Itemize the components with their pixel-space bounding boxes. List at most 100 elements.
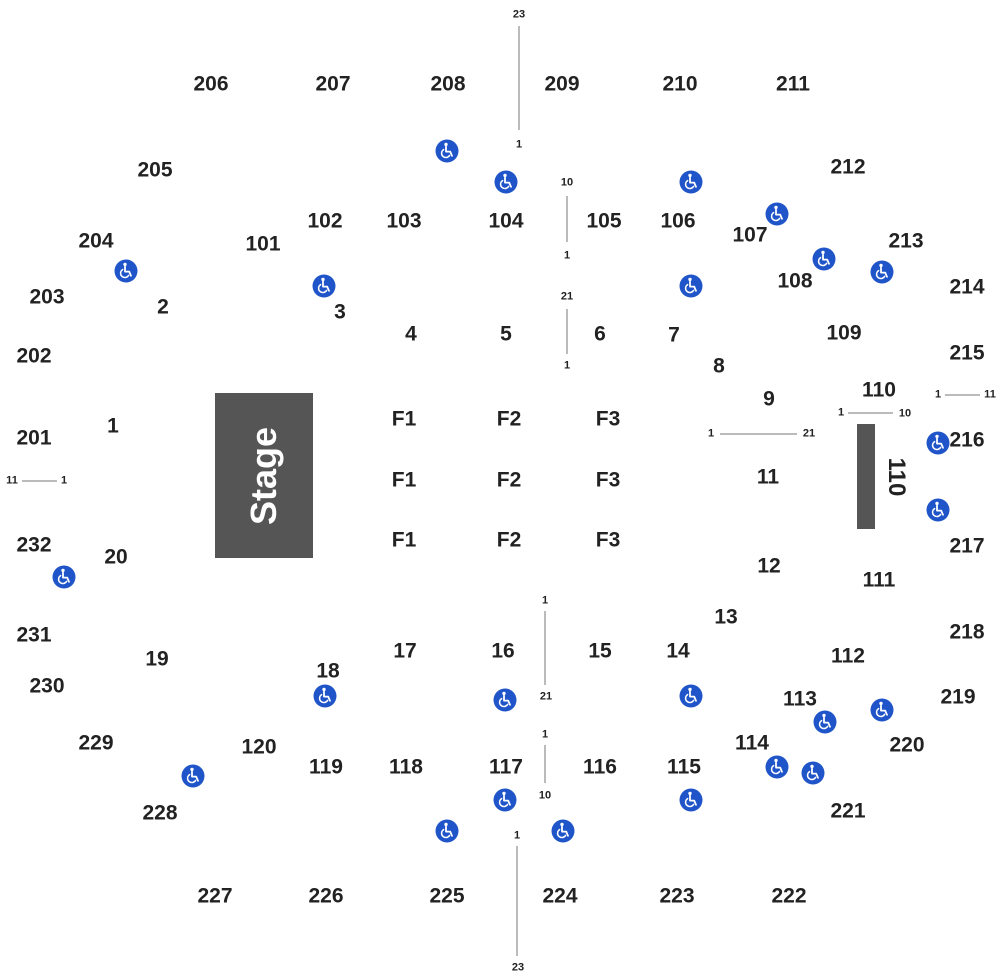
section-231[interactable]: 231	[16, 623, 52, 647]
wheelchair-icon[interactable]	[679, 788, 703, 812]
section-219[interactable]: 219	[940, 685, 976, 709]
section-118[interactable]: 118	[389, 755, 423, 779]
section-208[interactable]: 208	[430, 72, 466, 96]
wheelchair-icon[interactable]	[679, 684, 703, 708]
section-201[interactable]: 201	[16, 426, 52, 450]
wheelchair-icon[interactable]	[494, 170, 518, 194]
wheelchair-icon[interactable]	[313, 684, 337, 708]
wheelchair-icon[interactable]	[551, 819, 575, 843]
section-112[interactable]: 112	[831, 644, 865, 668]
section-floor-17[interactable]: 17	[393, 639, 417, 663]
wheelchair-icon[interactable]	[765, 755, 789, 779]
section-floor-14[interactable]: 14	[666, 639, 690, 663]
section-116[interactable]: 116	[583, 755, 617, 779]
section-floor-11[interactable]: 11	[756, 465, 780, 489]
section-109[interactable]: 109	[826, 321, 862, 345]
wheelchair-icon[interactable]	[181, 764, 205, 788]
wheelchair-icon[interactable]	[679, 274, 703, 298]
wheelchair-icon[interactable]	[870, 260, 894, 284]
section-f3[interactable]: F3	[595, 468, 621, 492]
section-floor-2[interactable]: 2	[157, 295, 169, 319]
section-213[interactable]: 213	[888, 229, 924, 253]
section-102[interactable]: 102	[307, 209, 343, 233]
section-114[interactable]: 114	[735, 731, 769, 755]
section-227[interactable]: 227	[197, 884, 233, 908]
wheelchair-icon[interactable]	[114, 259, 138, 283]
wheelchair-icon[interactable]	[493, 688, 517, 712]
wheelchair-icon[interactable]	[813, 710, 837, 734]
section-120[interactable]: 120	[241, 735, 277, 759]
section-108[interactable]: 108	[777, 269, 813, 293]
section-229[interactable]: 229	[78, 731, 114, 755]
section-203[interactable]: 203	[29, 285, 65, 309]
section-119[interactable]: 119	[309, 755, 343, 779]
section-f3[interactable]: F3	[595, 407, 621, 431]
section-f2[interactable]: F2	[496, 528, 522, 552]
section-101[interactable]: 101	[245, 232, 281, 256]
section-f3[interactable]: F3	[595, 528, 621, 552]
section-floor-5[interactable]: 5	[500, 322, 512, 346]
section-211[interactable]: 211	[776, 72, 810, 96]
section-floor-20[interactable]: 20	[104, 545, 128, 569]
section-214[interactable]: 214	[949, 275, 985, 299]
section-f2[interactable]: F2	[496, 407, 522, 431]
section-floor-7[interactable]: 7	[668, 323, 680, 347]
section-floor-3[interactable]: 3	[334, 300, 346, 324]
section-220[interactable]: 220	[889, 733, 925, 757]
section-228[interactable]: 228	[142, 801, 178, 825]
wheelchair-icon[interactable]	[493, 788, 517, 812]
section-f1[interactable]: F1	[391, 528, 417, 552]
section-107[interactable]: 107	[732, 223, 768, 247]
wheelchair-icon[interactable]	[435, 139, 459, 163]
section-floor-6[interactable]: 6	[594, 322, 606, 346]
wheelchair-icon[interactable]	[435, 819, 459, 843]
section-110-side[interactable]: 110	[883, 457, 910, 497]
section-110[interactable]: 110	[862, 378, 896, 402]
section-103[interactable]: 103	[386, 209, 422, 233]
section-117[interactable]: 117	[489, 755, 523, 779]
wheelchair-icon[interactable]	[870, 698, 894, 722]
section-104[interactable]: 104	[488, 209, 524, 233]
section-210[interactable]: 210	[662, 72, 698, 96]
section-225[interactable]: 225	[429, 884, 465, 908]
wheelchair-icon[interactable]	[801, 761, 825, 785]
section-floor-18[interactable]: 18	[316, 659, 340, 683]
wheelchair-icon[interactable]	[926, 498, 950, 522]
section-f1[interactable]: F1	[391, 468, 417, 492]
section-212[interactable]: 212	[830, 155, 866, 179]
section-floor-8[interactable]: 8	[713, 354, 725, 378]
section-floor-19[interactable]: 19	[145, 647, 169, 671]
section-215[interactable]: 215	[949, 341, 985, 365]
section-115[interactable]: 115	[667, 755, 701, 779]
section-226[interactable]: 226	[308, 884, 344, 908]
wheelchair-icon[interactable]	[312, 274, 336, 298]
section-floor-13[interactable]: 13	[714, 605, 738, 629]
section-205[interactable]: 205	[137, 158, 173, 182]
section-209[interactable]: 209	[544, 72, 580, 96]
section-113[interactable]: 113	[783, 687, 817, 711]
wheelchair-icon[interactable]	[52, 565, 76, 589]
section-216[interactable]: 216	[949, 428, 985, 452]
wheelchair-icon[interactable]	[926, 431, 950, 455]
section-f2[interactable]: F2	[496, 468, 522, 492]
section-floor-1[interactable]: 1	[107, 414, 119, 438]
section-105[interactable]: 105	[586, 209, 622, 233]
section-106[interactable]: 106	[660, 209, 696, 233]
section-207[interactable]: 207	[315, 72, 351, 96]
section-f1[interactable]: F1	[391, 407, 417, 431]
section-111[interactable]: 111	[862, 568, 896, 592]
section-232[interactable]: 232	[16, 533, 52, 557]
section-floor-16[interactable]: 16	[491, 639, 515, 663]
section-221[interactable]: 221	[830, 799, 866, 823]
section-217[interactable]: 217	[949, 534, 985, 558]
wheelchair-icon[interactable]	[765, 202, 789, 226]
section-floor-9[interactable]: 9	[763, 387, 775, 411]
section-202[interactable]: 202	[16, 344, 52, 368]
section-floor-15[interactable]: 15	[588, 639, 612, 663]
section-204[interactable]: 204	[78, 229, 114, 253]
section-222[interactable]: 222	[771, 884, 807, 908]
wheelchair-icon[interactable]	[679, 170, 703, 194]
section-230[interactable]: 230	[29, 674, 65, 698]
section-218[interactable]: 218	[949, 620, 985, 644]
section-206[interactable]: 206	[193, 72, 229, 96]
